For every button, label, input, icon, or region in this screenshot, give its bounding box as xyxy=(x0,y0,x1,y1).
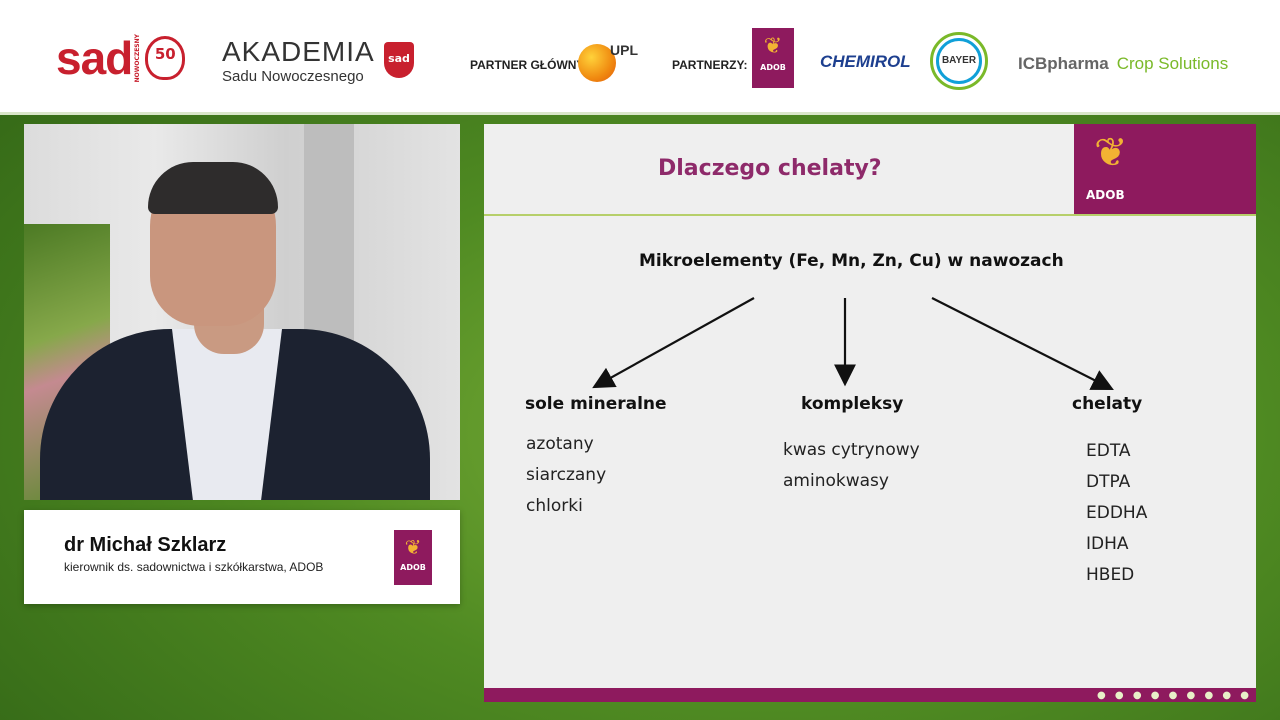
list-item: DTPA xyxy=(1086,472,1131,492)
speaker-name: dr Michał Szklarz xyxy=(64,534,227,556)
arrow-to-sole-mineralne xyxy=(592,297,755,389)
diagram-arrows xyxy=(592,297,1114,390)
partner-main-label: PARTNER GŁÓWNY: xyxy=(470,58,588,72)
bayer-logo-text: BAYER xyxy=(941,55,977,66)
bayer-cross-icon: BAYER xyxy=(936,38,982,84)
sad-logo-text: sad xyxy=(56,32,133,85)
akademia-subtitle: Sadu Nowoczesnego xyxy=(222,68,364,85)
caption-adob-text: ADOB xyxy=(400,563,426,572)
list-item: aminokwasy xyxy=(783,471,889,491)
caption-adob-logo: ❦ ADOB xyxy=(394,530,432,585)
upl-logo-icon xyxy=(578,44,616,82)
bayer-logo: BAYER xyxy=(930,32,988,90)
icb-pharma-text: ICBpharma xyxy=(1018,54,1109,73)
speaker-hair xyxy=(148,162,278,214)
slide-adob-text: ADOB xyxy=(1086,188,1125,202)
leaf-icon: ❦ xyxy=(1094,130,1128,176)
adob-partner-text: ADOB xyxy=(760,63,786,72)
list-item: kwas cytrynowy xyxy=(783,440,920,460)
leaf-icon: ❦ xyxy=(763,34,783,59)
list-item: siarczany xyxy=(526,465,607,485)
crop-solutions-text: Crop Solutions xyxy=(1116,54,1229,73)
akademia-title: AKADEMIA xyxy=(222,36,375,67)
arrow-to-chelaty xyxy=(931,297,1114,390)
speaker-role: kierownik ds. sadownictwa i szkółkarstwa… xyxy=(64,560,324,574)
fruit-icons-strip: ● ● ● ● ● ● ● ● ● xyxy=(1097,690,1252,701)
diagram-root-label: Mikroelementy (Fe, Mn, Zn, Cu) w nawozac… xyxy=(639,251,1064,271)
chemirol-logo: CHEMIROL xyxy=(820,52,911,71)
speaker-shirt xyxy=(172,329,282,500)
sad-logo-vertical-text: NOWOCZESNY xyxy=(134,34,142,83)
apple-icon: 50 xyxy=(145,36,186,81)
column-heading-kompleksy: kompleksy xyxy=(801,394,904,414)
akademia-logo: AKADEMIA Sadu Nowoczesnego xyxy=(222,36,375,86)
list-item: chlorki xyxy=(526,496,583,516)
slide-header: Dlaczego chelaty? ❦ ADOB xyxy=(484,124,1256,216)
slide-footer-bar: ● ● ● ● ● ● ● ● ● xyxy=(484,688,1256,702)
sad-nowoczesny-logo: sad NOWOCZESNY 50 xyxy=(56,32,186,85)
speaker-video xyxy=(24,124,460,500)
upl-logo-text: UPL xyxy=(610,42,638,58)
icb-pharma-logo: ICBpharma Crop Solutions xyxy=(1018,54,1228,74)
list-item: HBED xyxy=(1086,565,1135,585)
column-heading-chelaty: chelaty xyxy=(1072,394,1143,414)
slide-title: Dlaczego chelaty? xyxy=(658,156,882,181)
list-item: azotany xyxy=(526,434,594,454)
leaf-icon: ❦ xyxy=(404,535,422,559)
adob-partner-logo: ❦ ADOB xyxy=(752,28,794,88)
list-item: EDTA xyxy=(1086,441,1131,461)
partners-label: PARTNERZY: xyxy=(672,58,748,72)
presentation-slide: Dlaczego chelaty? ❦ ADOB Mikroelementy (… xyxy=(484,124,1256,702)
anniversary-number: 50 xyxy=(154,45,176,64)
column-heading-sole-mineralne: sole mineralne xyxy=(525,394,667,414)
akademia-shield-icon: sad xyxy=(384,42,414,78)
top-banner: sad NOWOCZESNY 50 AKADEMIA Sadu Nowoczes… xyxy=(0,0,1280,115)
slide-adob-logo: ❦ ADOB xyxy=(1074,124,1256,214)
list-item: IDHA xyxy=(1086,534,1129,554)
list-item: EDDHA xyxy=(1086,503,1148,523)
speaker-caption: dr Michał Szklarz kierownik ds. sadownic… xyxy=(24,510,460,604)
